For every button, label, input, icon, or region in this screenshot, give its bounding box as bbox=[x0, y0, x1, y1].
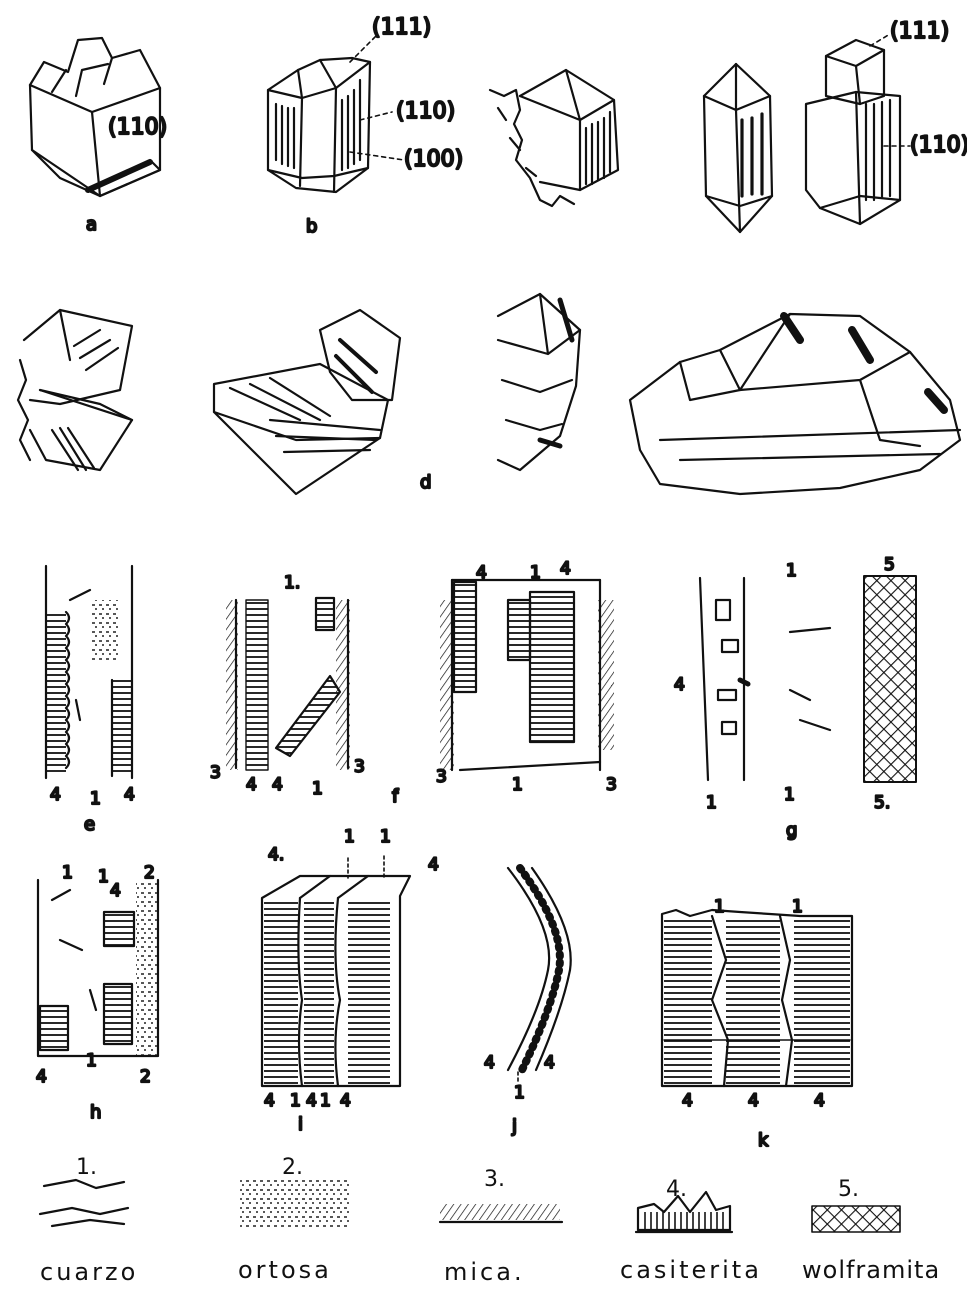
label-d: d bbox=[420, 472, 431, 493]
mark-f-4: 1 bbox=[312, 779, 323, 799]
face-pair-110: (110) bbox=[910, 133, 967, 158]
legend-num-5: 5. bbox=[838, 1177, 859, 1202]
top-i-2: 1 bbox=[344, 827, 355, 847]
face-b-110: (110) bbox=[396, 99, 455, 124]
legend-swatch-mica bbox=[440, 1204, 562, 1222]
label-f: f bbox=[392, 786, 399, 807]
top-h-1: 1 bbox=[62, 863, 73, 883]
mark-g-3: 5. bbox=[874, 793, 890, 813]
top-i-4: 4 bbox=[428, 855, 439, 875]
face-pair-111: (111) bbox=[890, 19, 949, 44]
legend-num-3: 3. bbox=[484, 1167, 505, 1192]
mark-f-5: 3 bbox=[354, 757, 365, 777]
mark-e-1: 4 bbox=[50, 785, 61, 805]
vein-h bbox=[38, 880, 158, 1056]
label-h: h bbox=[90, 1102, 101, 1123]
mark-i-3: 4 bbox=[306, 1091, 317, 1111]
mark-i-1: 4 bbox=[264, 1091, 275, 1111]
crystal-pair-right bbox=[806, 40, 900, 224]
mark-j-1: 4 bbox=[484, 1053, 495, 1073]
face-a: (110) bbox=[108, 115, 167, 140]
legend-num-4: 4. bbox=[666, 1177, 687, 1202]
top-i-1: 4. bbox=[268, 845, 284, 865]
mark-f-2: 4 bbox=[246, 775, 257, 795]
top-g3-3: 4 bbox=[560, 559, 571, 579]
mark-h-3: 2 bbox=[140, 1067, 151, 1087]
mark-h-2: 1 bbox=[86, 1051, 97, 1071]
mark-i-4: 1 bbox=[320, 1091, 331, 1111]
label-j: j bbox=[511, 1116, 517, 1137]
top-k-2: 1 bbox=[792, 897, 803, 917]
face-b-111: (111) bbox=[372, 15, 431, 40]
top-h-3: 4 bbox=[110, 881, 121, 901]
face-b-100: (100) bbox=[404, 147, 463, 172]
legend-num-1: 1. bbox=[76, 1155, 97, 1180]
top-h-2: 1 bbox=[98, 867, 109, 887]
top-g3-1: 4 bbox=[476, 563, 487, 583]
vein-g bbox=[700, 576, 916, 782]
legend-name-ortosa: ortosa bbox=[238, 1256, 332, 1284]
mark-k-2: 4 bbox=[748, 1091, 759, 1111]
mark-g3-3: 3 bbox=[606, 775, 617, 795]
mark-f-3: 4 bbox=[272, 775, 283, 795]
legend-swatch-wolframita bbox=[812, 1206, 900, 1232]
crystal-cluster-3 bbox=[498, 294, 580, 470]
crystal-c bbox=[490, 70, 618, 206]
legend-name-mica: mica. bbox=[444, 1258, 525, 1286]
crystal-cluster-1 bbox=[18, 310, 132, 470]
mark-e-2: 1 bbox=[90, 789, 101, 809]
vein-i bbox=[262, 876, 410, 1086]
crystal-b bbox=[268, 58, 370, 192]
legend-num-2: 2. bbox=[282, 1155, 303, 1180]
mark-g-1: 1 bbox=[706, 793, 717, 813]
mark-i-5: 4 bbox=[340, 1091, 351, 1111]
top-k-1: 1 bbox=[714, 897, 725, 917]
label-a: a bbox=[86, 214, 97, 235]
mark-h-1: 4 bbox=[36, 1067, 47, 1087]
mark-k-3: 4 bbox=[814, 1091, 825, 1111]
label-b: b bbox=[306, 216, 317, 237]
label-e: e bbox=[84, 814, 95, 835]
vein-f bbox=[226, 598, 350, 770]
mark-f-1: 3 bbox=[210, 763, 221, 783]
side-g: 4 bbox=[674, 675, 685, 695]
label-k: k bbox=[758, 1130, 769, 1151]
top-h-4: 2 bbox=[144, 863, 155, 883]
legend bbox=[40, 1178, 900, 1232]
legend-swatch-cuarzo bbox=[40, 1180, 128, 1226]
crystal-pair-left bbox=[704, 64, 772, 232]
top-f: 1. bbox=[284, 573, 300, 593]
mark-e-3: 4 bbox=[124, 785, 135, 805]
crystal-cluster-2 bbox=[214, 310, 400, 494]
mark-g3-2: 1 bbox=[512, 775, 523, 795]
legend-swatch-ortosa bbox=[240, 1178, 350, 1228]
mark-k-1: 4 bbox=[682, 1091, 693, 1111]
mark-j-2: 4 bbox=[544, 1053, 555, 1073]
top-g3-2: 1 bbox=[530, 563, 541, 583]
crystal-cluster-4 bbox=[630, 314, 960, 494]
legend-name-casiterita: casiterita bbox=[620, 1256, 762, 1284]
top-g-1: 1 bbox=[786, 561, 797, 581]
label-i: i bbox=[298, 1114, 303, 1135]
mark-g-2: 1 bbox=[784, 785, 795, 805]
vein-j bbox=[508, 868, 571, 1070]
mark-j-3: 1 bbox=[514, 1083, 525, 1103]
top-g-5: 5 bbox=[884, 555, 895, 575]
top-i-3: 1 bbox=[380, 827, 391, 847]
legend-name-cuarzo: cuarzo bbox=[40, 1258, 138, 1286]
legend-name-wolframita: wolframita bbox=[802, 1256, 940, 1284]
vein-k bbox=[662, 910, 852, 1086]
vein-3 bbox=[440, 580, 614, 770]
label-g: g bbox=[786, 820, 797, 841]
vein-e bbox=[46, 566, 132, 778]
mark-g3-1: 3 bbox=[436, 767, 447, 787]
mark-i-2: 1 bbox=[290, 1091, 301, 1111]
